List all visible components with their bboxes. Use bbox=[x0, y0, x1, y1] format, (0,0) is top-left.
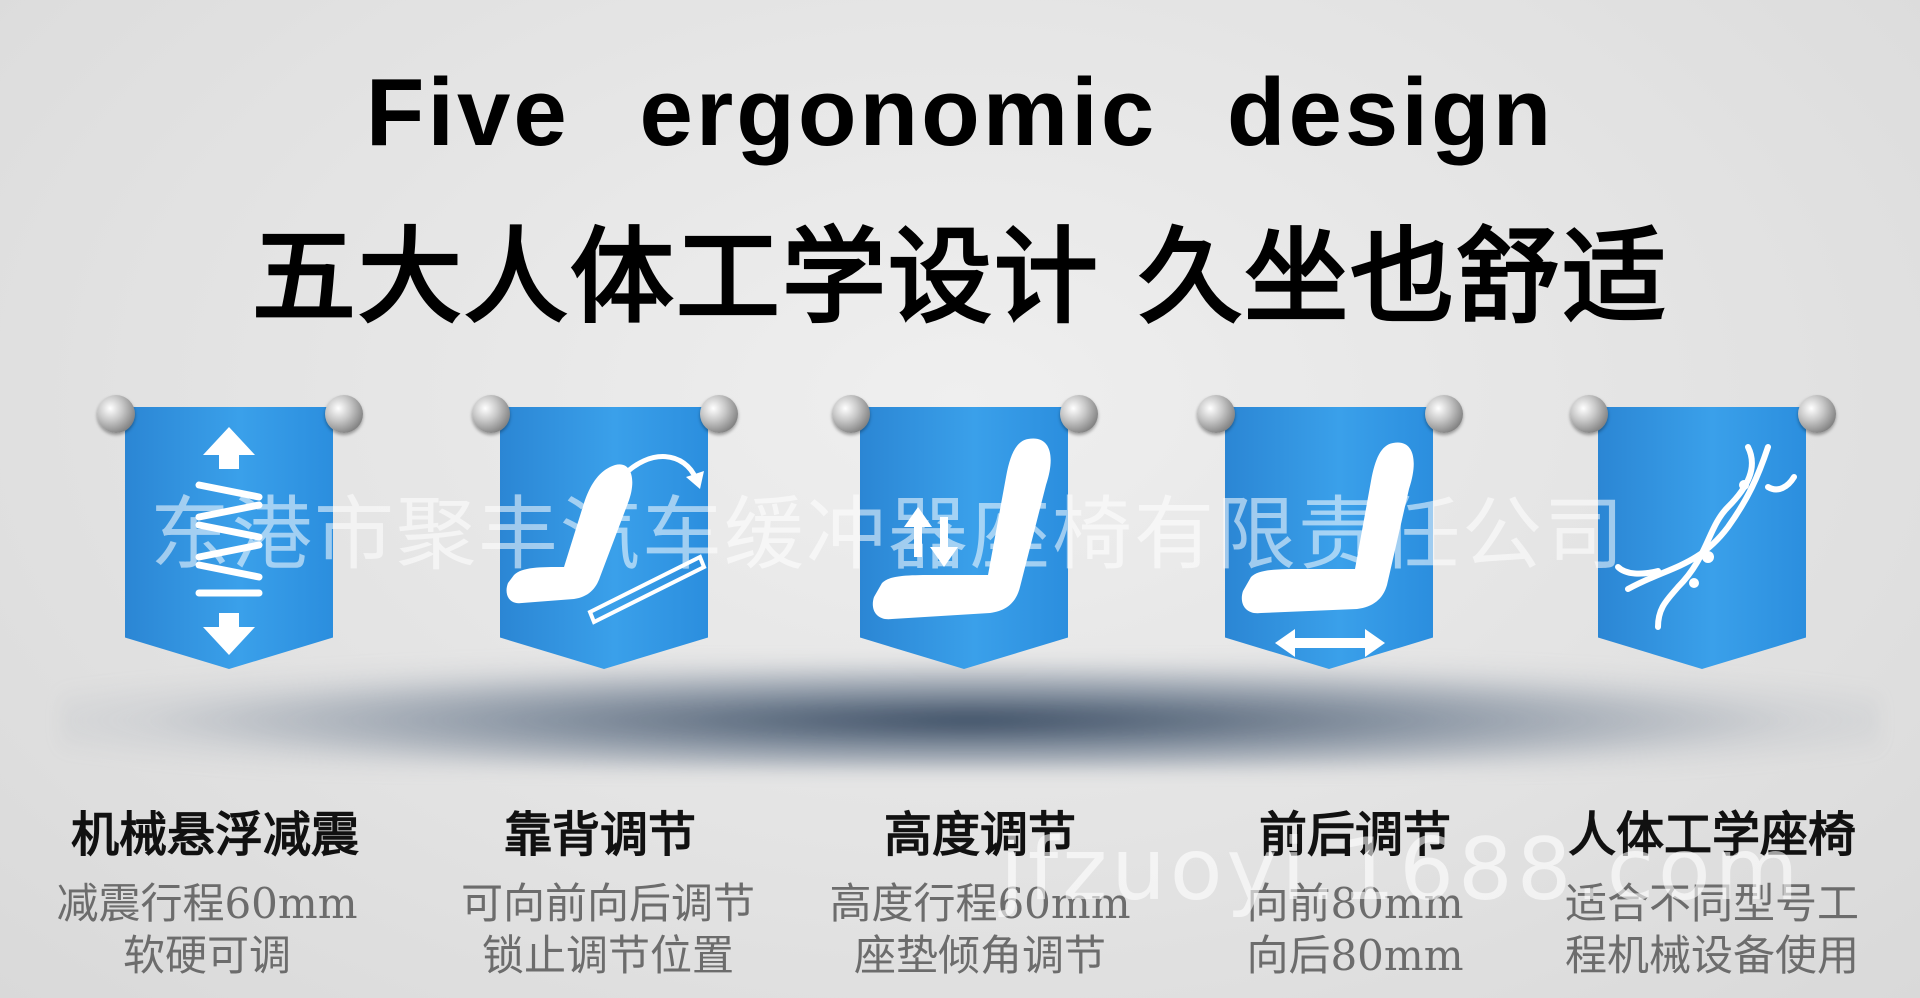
pin-icon bbox=[1425, 395, 1463, 433]
pin-icon bbox=[1570, 395, 1608, 433]
pin-icon bbox=[1197, 395, 1235, 433]
feature-desc-line2: 锁止调节位置 bbox=[481, 931, 734, 980]
feature-title: 靠背调节 bbox=[503, 807, 696, 863]
feature-title: 前后调节 bbox=[1258, 807, 1451, 863]
feature-card-slide bbox=[1197, 395, 1497, 685]
feature-card-ergonomic bbox=[1570, 395, 1870, 685]
feature-card-height bbox=[832, 395, 1132, 685]
feature-desc-line2: 向后80mm bbox=[1246, 931, 1464, 980]
title-chinese: 五大人体工学设计 久坐也舒适 bbox=[251, 216, 1669, 338]
feature-desc-line1: 高度行程60mm bbox=[829, 879, 1131, 928]
seat-slide-icon bbox=[1241, 442, 1414, 657]
dna-icon bbox=[1615, 444, 1797, 630]
feature-card-suspension bbox=[97, 395, 397, 685]
feature-desc-line1: 适合不同型号工 bbox=[1564, 879, 1859, 928]
pin-icon bbox=[1798, 395, 1836, 433]
pin-icon bbox=[472, 395, 510, 433]
seat-backrest-icon bbox=[506, 454, 707, 625]
suspension-arrows-icon bbox=[195, 427, 263, 655]
pin-icon bbox=[97, 395, 135, 433]
floor-shadow bbox=[60, 660, 1880, 770]
pin-icon bbox=[832, 395, 870, 433]
pin-icon bbox=[700, 395, 738, 433]
seat-height-icon bbox=[872, 438, 1051, 620]
pin-icon bbox=[1060, 395, 1098, 433]
feature-desc-line1: 向前80mm bbox=[1246, 879, 1464, 928]
feature-title: 高度调节 bbox=[883, 807, 1076, 863]
feature-title: 机械悬浮减震 bbox=[70, 807, 359, 863]
feature-desc-line2: 座垫倾角调节 bbox=[853, 931, 1106, 980]
title-english: Five ergonomic design bbox=[365, 59, 1555, 166]
pin-icon bbox=[325, 395, 363, 433]
feature-desc-line1: 可向前向后调节 bbox=[460, 879, 755, 928]
banner bbox=[1598, 407, 1806, 669]
feature-desc-line2: 程机械设备使用 bbox=[1564, 931, 1859, 980]
feature-desc-line2: 软硬可调 bbox=[122, 931, 291, 980]
feature-card-backrest bbox=[472, 395, 772, 685]
feature-title: 人体工学座椅 bbox=[1567, 807, 1856, 863]
feature-desc-line1: 减震行程60mm bbox=[56, 879, 358, 928]
